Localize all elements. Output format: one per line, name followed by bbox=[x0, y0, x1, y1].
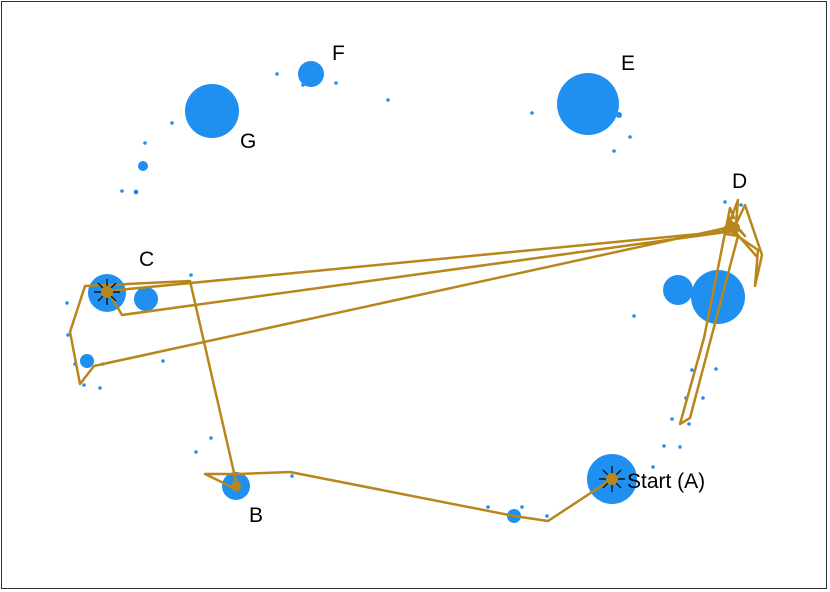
cluster-markers bbox=[94, 222, 740, 492]
node-g bbox=[185, 84, 239, 138]
labels: Start (A) B C D E F G bbox=[139, 42, 747, 527]
node-d1 bbox=[663, 275, 693, 305]
label-e: E bbox=[621, 52, 635, 75]
label-start-a: Start (A) bbox=[627, 470, 705, 493]
b-marker bbox=[231, 481, 241, 491]
label-d: D bbox=[732, 170, 747, 193]
label-c: C bbox=[139, 248, 154, 271]
scatter-dots bbox=[65, 72, 743, 518]
label-g: G bbox=[240, 130, 256, 153]
node-c3 bbox=[80, 354, 94, 368]
node-e bbox=[557, 73, 619, 135]
d-marker bbox=[722, 222, 740, 234]
node-d2 bbox=[691, 270, 745, 324]
c-marker bbox=[94, 279, 120, 305]
nodes bbox=[80, 61, 745, 523]
node-c2 bbox=[134, 287, 158, 311]
node-f bbox=[298, 61, 324, 87]
label-f: F bbox=[332, 42, 345, 65]
label-b: B bbox=[249, 504, 263, 527]
node-small-g1 bbox=[138, 161, 148, 171]
start-marker bbox=[599, 466, 625, 492]
